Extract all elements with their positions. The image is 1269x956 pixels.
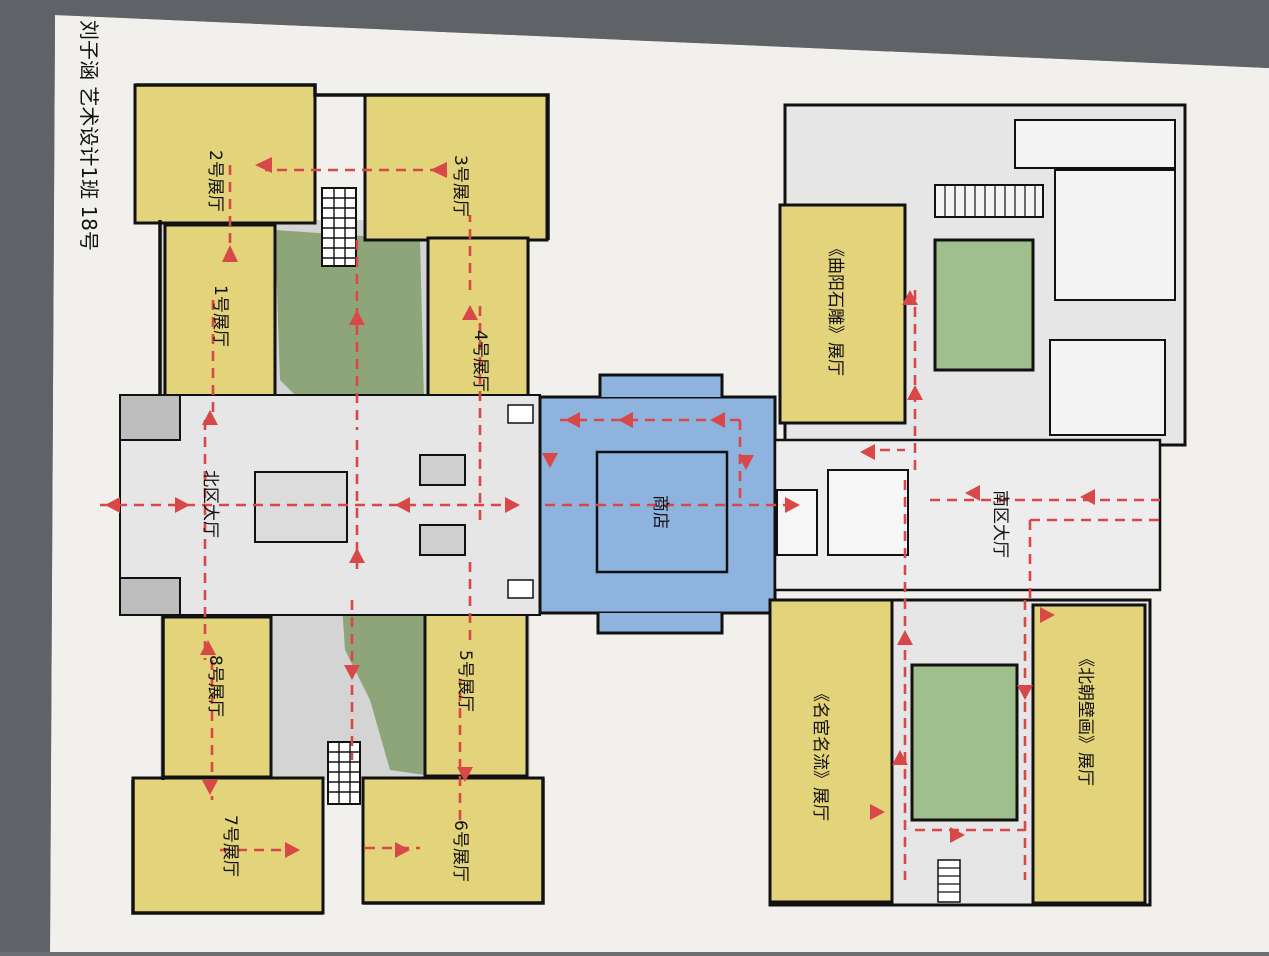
south-top-room-a xyxy=(1054,169,1176,301)
south-lobby-desk xyxy=(827,469,909,556)
label-stone-carving-hall: 《曲阳石雕》展厅 xyxy=(825,240,845,376)
label-hall-3: 3号展厅 xyxy=(450,155,470,217)
south-bottom-stair xyxy=(937,859,961,903)
north-lobby-corner-sw xyxy=(119,577,181,616)
south-building xyxy=(768,103,1187,907)
hall-8-block xyxy=(161,615,273,779)
label-hall-8: 8号展厅 xyxy=(205,655,225,717)
north-lobby-center-box xyxy=(254,471,348,543)
north-lobby-desk-1 xyxy=(419,454,466,486)
label-hall-2: 2号展厅 xyxy=(205,150,225,212)
label-hall-5: 5号展厅 xyxy=(455,650,475,712)
north-stair-bottom xyxy=(327,741,361,805)
author-note: 刘子涵 艺术设计1班 18号 xyxy=(77,20,101,251)
label-north-lobby: 北区大厅 xyxy=(200,470,220,538)
visit-route xyxy=(100,165,1160,880)
north-grille-top xyxy=(507,404,534,424)
north-lobby-desk-2 xyxy=(419,524,466,556)
mural-hall-block xyxy=(1031,603,1147,905)
label-hall-4: 4号展厅 xyxy=(470,330,490,392)
label-hall-1: 1号展厅 xyxy=(210,285,230,347)
label-calligraphy-hall: 《名宦名流》展厅 xyxy=(810,685,830,821)
south-top-room-c xyxy=(1049,339,1166,436)
north-stair-top xyxy=(321,187,357,267)
south-top-room-b xyxy=(1014,119,1176,169)
north-grille-bottom xyxy=(507,579,534,599)
hall-3-block xyxy=(363,93,549,242)
hall-5-block xyxy=(423,596,529,778)
south-lobby-side-stair xyxy=(776,489,818,556)
hall-1-block xyxy=(163,223,277,399)
route-arrowheads xyxy=(105,157,1095,858)
south-courtyard-bottom xyxy=(910,663,1019,822)
label-hall-6: 6号展厅 xyxy=(450,820,470,882)
calligraphy-hall-block xyxy=(768,598,894,904)
shop-inner-frame xyxy=(595,450,729,574)
north-lobby-corner-nw xyxy=(119,394,181,441)
label-south-lobby: 南区大厅 xyxy=(990,490,1010,558)
stone-carving-hall-block xyxy=(778,203,907,425)
north-green-area-bottom xyxy=(340,575,425,775)
north-green-area-top xyxy=(275,230,425,440)
south-courtyard-top xyxy=(933,238,1035,372)
hall-2-block xyxy=(133,83,317,225)
north-building xyxy=(119,83,550,915)
label-mural-hall: 《北朝壁画》展厅 xyxy=(1075,650,1095,786)
south-top-stair xyxy=(934,184,1044,218)
label-shop: 商店 xyxy=(650,495,670,529)
label-hall-7: 7号展厅 xyxy=(220,815,240,877)
